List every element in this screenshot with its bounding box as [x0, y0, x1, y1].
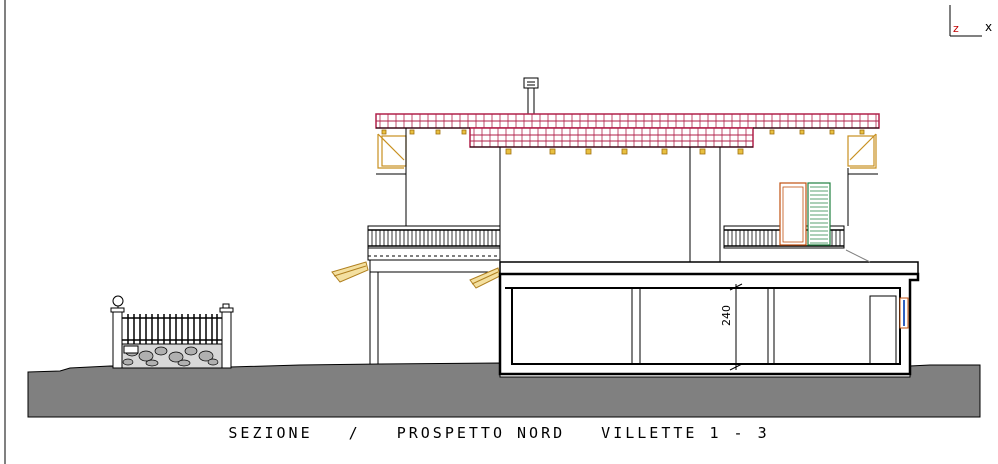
dimension-label: 240: [720, 305, 733, 326]
caption-section: SEZIONE: [228, 424, 313, 442]
chimney-icon: [523, 77, 539, 115]
window-shutter: [779, 182, 831, 246]
ucs-x-label: x: [985, 20, 993, 34]
canopy-right: [469, 267, 501, 289]
canopy-left: [331, 261, 369, 283]
caption-project: VILLETTE 1 - 3: [601, 424, 770, 442]
fence: [110, 295, 234, 369]
lamp-post-icon: [112, 295, 124, 308]
upper-floor: [367, 128, 878, 364]
caption-separator: /: [348, 424, 361, 442]
ground: [27, 362, 981, 418]
roof: [375, 113, 880, 169]
ucs-z-label: z: [953, 22, 959, 35]
caption-elevation: PROSPETTO NORD: [396, 424, 566, 442]
drawing-caption: SEZIONE / PROSPETTO NORD VILLETTE 1 - 3: [0, 424, 998, 442]
section-lower: [498, 249, 920, 376]
ucs-axis-icon: [949, 5, 982, 37]
